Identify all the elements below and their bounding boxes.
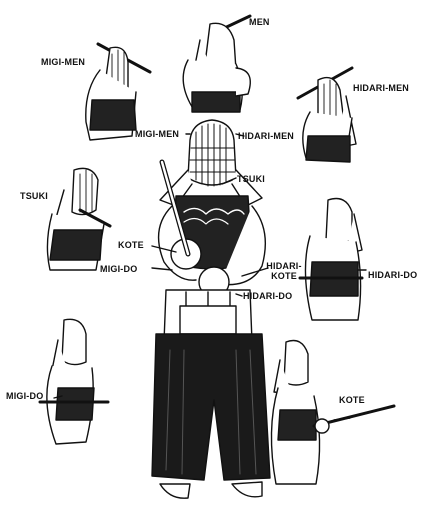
label-hidari-do-right: HIDARI-DO [368, 270, 417, 280]
label-hidari-kote: HIDARI- KOTE [262, 261, 306, 281]
figure-migi-do [40, 319, 108, 444]
label-kote-right: KOTE [339, 395, 365, 405]
figure-migi-men [86, 44, 150, 140]
figure-hidari-men [298, 68, 356, 162]
label-men: MEN [249, 17, 270, 27]
label-migi-men-top: MIGI-MEN [41, 57, 85, 67]
figure-hidari-do [300, 199, 366, 321]
label-hidari-men-top: HIDARI-MEN [353, 83, 409, 93]
label-migi-do-left: MIGI-DO [6, 391, 43, 401]
label-kote-center: KOTE [118, 240, 144, 250]
label-migi-do-center: MIGI-DO [100, 264, 137, 274]
label-hidari-do-center: HIDARI-DO [243, 291, 292, 301]
label-migi-men: MIGI-MEN [135, 129, 179, 139]
figure-men [183, 16, 250, 112]
figure-kote [271, 341, 394, 485]
label-hidari-kote-line1: HIDARI- [262, 261, 306, 271]
label-hidari-kote-line2: KOTE [262, 271, 306, 281]
figure-tsuki [47, 168, 110, 270]
label-tsuki-left: TSUKI [20, 191, 48, 201]
label-hidari-men: HIDARI-MEN [238, 131, 294, 141]
label-tsuki-center: TSUKI [237, 174, 265, 184]
